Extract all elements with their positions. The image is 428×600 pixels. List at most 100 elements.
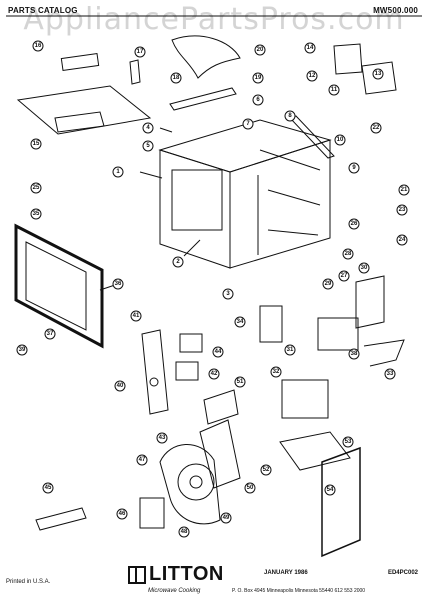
svg-text:21: 21 (401, 187, 408, 193)
svg-text:8: 8 (288, 113, 292, 119)
callout-14: 14 (304, 42, 316, 54)
svg-text:36: 36 (115, 281, 122, 287)
callout-3: 3 (222, 288, 234, 300)
callout-19: 19 (252, 72, 264, 84)
svg-text:18: 18 (173, 75, 180, 81)
callout-54: 54 (324, 484, 336, 496)
callout-12: 12 (306, 70, 318, 82)
svg-text:53: 53 (345, 439, 352, 445)
svg-text:14: 14 (307, 45, 314, 51)
callout-5: 5 (142, 140, 154, 152)
callout-1: 1 (112, 166, 124, 178)
svg-text:22: 22 (373, 125, 380, 131)
callout-7: 7 (242, 118, 254, 130)
svg-text:39: 39 (19, 347, 26, 353)
door-drawing (14, 223, 104, 349)
svg-text:32: 32 (273, 369, 280, 375)
svg-text:25: 25 (33, 185, 40, 191)
model-number: MW500.000 (373, 6, 418, 15)
callout-20: 20 (254, 44, 266, 56)
callout-44: 44 (212, 346, 224, 358)
callout-33: 33 (384, 368, 396, 380)
callout-24: 24 (396, 234, 408, 246)
callout-36: 36 (112, 278, 124, 290)
callout-17: 17 (134, 46, 146, 58)
svg-text:23: 23 (399, 207, 406, 213)
svg-text:12: 12 (309, 73, 316, 79)
svg-text:37: 37 (47, 331, 54, 337)
callout-45: 45 (42, 482, 54, 494)
callout-35: 35 (30, 208, 42, 220)
svg-text:42: 42 (211, 371, 218, 377)
svg-text:49: 49 (223, 515, 230, 521)
svg-text:5: 5 (146, 143, 150, 149)
printed-notice: Printed in U.S.A. (6, 579, 51, 585)
brand-logo: LITTON (128, 563, 224, 586)
callout-51: 51 (234, 376, 246, 388)
catalog-date: JANUARY 1986 (264, 570, 308, 576)
svg-text:2: 2 (176, 259, 180, 265)
svg-text:34: 34 (237, 319, 244, 325)
svg-text:46: 46 (119, 511, 126, 517)
svg-text:24: 24 (399, 237, 406, 243)
svg-text:51: 51 (237, 379, 244, 385)
brand-name: LITTON (149, 563, 224, 585)
callout-22: 22 (370, 122, 382, 134)
brand-tagline: Microwave Cooking (148, 588, 201, 594)
callout-34: 34 (234, 316, 246, 328)
callout-48: 48 (178, 526, 190, 538)
svg-text:16: 16 (35, 43, 42, 49)
callout-40: 40 (114, 380, 126, 392)
callout-27: 27 (338, 270, 350, 282)
svg-text:54: 54 (327, 487, 334, 493)
svg-text:29: 29 (325, 281, 332, 287)
callout-26: 26 (348, 218, 360, 230)
catalog-title: PARTS CATALOG (8, 6, 78, 15)
callout-4: 4 (142, 122, 154, 134)
svg-text:11: 11 (331, 87, 338, 93)
callout-13: 13 (372, 68, 384, 80)
callout-37: 37 (44, 328, 56, 340)
catalog-code: ED4PC002 (387, 570, 418, 576)
cover-plate-drawing (16, 85, 152, 135)
svg-text:48: 48 (181, 529, 188, 535)
svg-text:41: 41 (133, 313, 140, 319)
svg-text:35: 35 (33, 211, 40, 217)
logo-mark-icon (128, 565, 146, 584)
callout-41: 41 (130, 310, 142, 322)
callout-23: 23 (396, 204, 408, 216)
callout-30: 30 (358, 262, 370, 274)
callout-28: 28 (342, 248, 354, 260)
callout-29: 29 (322, 278, 334, 290)
svg-text:38: 38 (351, 351, 358, 357)
svg-text:50: 50 (247, 485, 254, 491)
svg-text:43: 43 (159, 435, 166, 441)
callout-8: 8 (284, 110, 296, 122)
svg-text:7: 7 (246, 121, 250, 127)
svg-text:10: 10 (337, 137, 344, 143)
svg-text:31: 31 (287, 347, 294, 353)
callout-42: 42 (208, 368, 220, 380)
callout-32: 32 (270, 366, 282, 378)
callout-18: 18 (170, 72, 182, 84)
svg-text:26: 26 (351, 221, 358, 227)
svg-text:30: 30 (361, 265, 368, 271)
callout-39: 39 (16, 344, 28, 356)
callout-53: 53 (342, 436, 354, 448)
callout-9: 9 (348, 162, 360, 174)
callout-31: 31 (284, 344, 296, 356)
svg-text:45: 45 (45, 485, 52, 491)
svg-text:44: 44 (215, 349, 222, 355)
svg-text:9: 9 (352, 165, 356, 171)
callout-50: 50 (244, 482, 256, 494)
callout-6: 6 (252, 94, 264, 106)
svg-text:52: 52 (263, 467, 270, 473)
callout-46: 46 (116, 508, 128, 520)
svg-text:28: 28 (345, 251, 352, 257)
svg-text:15: 15 (33, 141, 40, 147)
svg-text:27: 27 (341, 273, 348, 279)
svg-text:3: 3 (226, 291, 230, 297)
callout-38: 38 (348, 348, 360, 360)
callout-49: 49 (220, 512, 232, 524)
